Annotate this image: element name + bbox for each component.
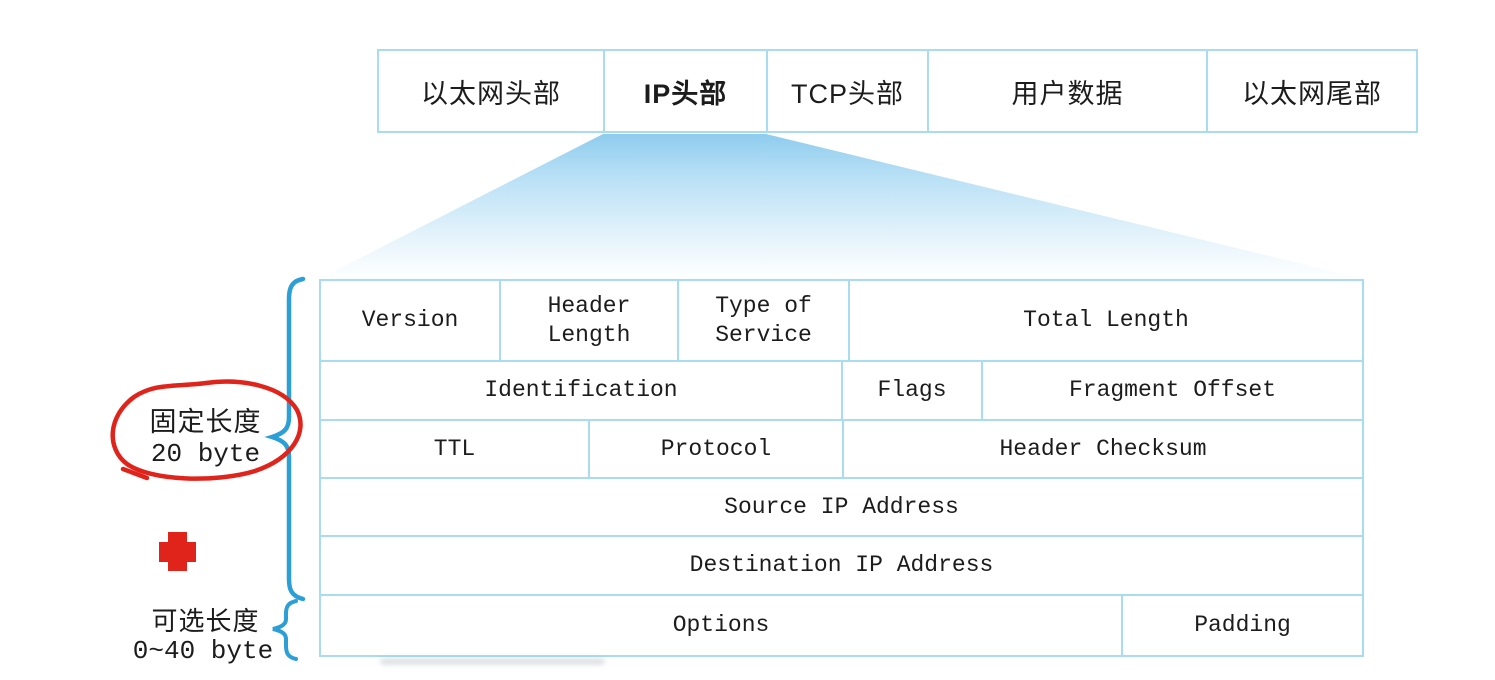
red-cross-icon [159,532,196,571]
frame-cell-ip-header: IP头部 [605,51,768,131]
optional-length-value: 0~40 byte [132,636,274,666]
cell-protocol: Protocol [590,421,844,477]
red-circle-annotation-icon [110,379,303,481]
table-row-1: Version Header Length Type of Service To… [321,281,1362,362]
cell-destination-ip: Destination IP Address [689,552,994,579]
table-row-2: Identification Flags Fragment Offset [321,362,1362,421]
funnel-connector [319,134,1364,279]
frame-cell-ethernet-header: 以太网头部 [379,51,605,131]
fixed-length-value: 20 byte [150,439,261,469]
table-row-6: Options Padding [321,596,1362,655]
optional-length-label: 可选长度 [151,606,260,636]
ethernet-frame-row: 以太网头部 IP头部 TCP头部 用户数据 以太网尾部 [377,49,1418,133]
cell-total-length: Total Length [1023,307,1189,334]
frame-cell-user-data: 用户数据 [929,51,1208,131]
red-cross-horizontal-bar [159,542,196,562]
optional-length-brace-icon [272,599,298,661]
table-row-3: TTL Protocol Header Checksum [321,421,1362,479]
table-row-5: Destination IP Address [321,537,1362,596]
cell-source-ip: Source IP Address [724,493,959,520]
fixed-length-label: 固定长度 [149,407,262,437]
table-row-4: Source IP Address [321,479,1362,537]
cell-header-checksum: Header Checksum [999,435,1207,462]
cell-identification: Identification [321,362,843,419]
frame-cell-ethernet-trailer: 以太网尾部 [1242,78,1382,109]
cell-ttl: TTL [321,421,590,477]
cell-type-of-service: Type of Service [679,281,850,360]
watermark-smudge [380,658,605,665]
cell-options: Options [321,596,1123,655]
cell-flags: Flags [843,362,983,419]
cell-fragment-offset: Fragment Offset [1068,377,1277,404]
cell-version: Version [321,281,501,360]
fixed-length-brace-icon [264,276,306,602]
frame-cell-tcp-header: TCP头部 [768,51,929,131]
cell-header-length: Header Length [501,281,679,360]
ip-header-table: Version Header Length Type of Service To… [319,279,1364,657]
cell-padding: Padding [1194,612,1291,639]
